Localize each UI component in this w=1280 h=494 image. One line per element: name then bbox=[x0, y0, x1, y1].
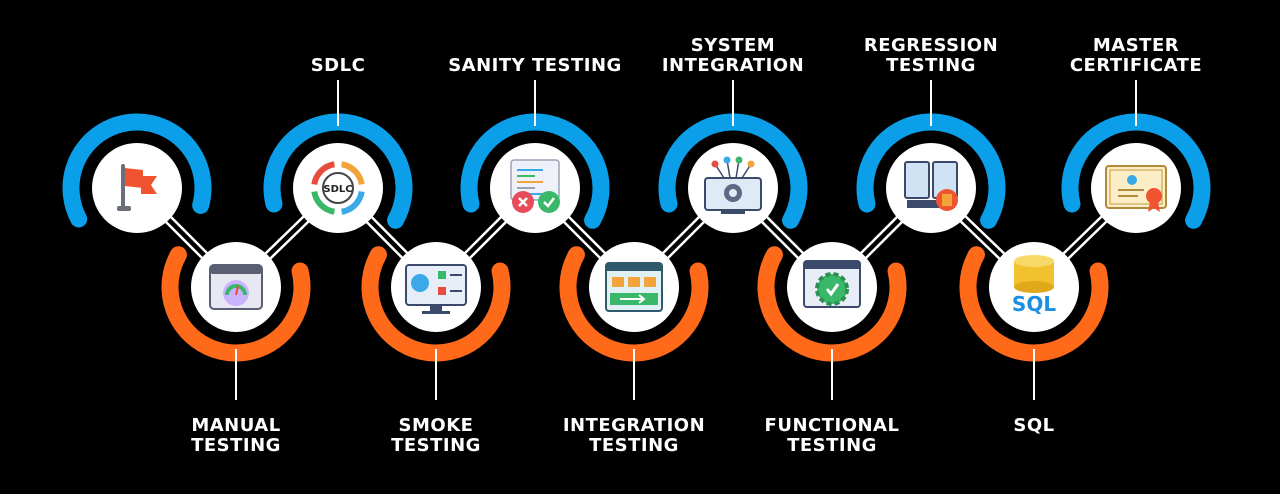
step-label-line: CERTIFICATE bbox=[1069, 55, 1203, 76]
regression-report-icon bbox=[904, 161, 958, 211]
certificate-icon bbox=[1105, 165, 1167, 212]
step-label-sanity-testing: SANITY TESTING bbox=[435, 56, 635, 76]
top-arc bbox=[856, 113, 1006, 263]
step-label-line: INTEGRATION bbox=[562, 415, 706, 436]
step-label-sql: SQL bbox=[934, 416, 1134, 436]
step-node-functional-testing bbox=[787, 242, 877, 332]
step-label-line: REGRESSION bbox=[863, 35, 999, 56]
step-label-line: TESTING bbox=[787, 435, 877, 456]
bottom-arc bbox=[361, 212, 511, 362]
flag-icon bbox=[117, 164, 157, 211]
step-label-line: TESTING bbox=[391, 435, 481, 456]
bottom-arc bbox=[559, 212, 709, 362]
step-label-line: SYSTEM bbox=[690, 35, 776, 56]
monitor-checklist-icon bbox=[405, 264, 467, 314]
step-label-line: MANUAL bbox=[191, 415, 281, 436]
step-node-master-certificate bbox=[1091, 143, 1181, 233]
step-node-sanity-testing bbox=[490, 143, 580, 233]
step-node-system-integration bbox=[688, 143, 778, 233]
system-network-icon bbox=[704, 156, 762, 214]
top-arc bbox=[1061, 113, 1211, 263]
step-label-line: INTEGRATION bbox=[661, 55, 805, 76]
top-arc bbox=[658, 113, 808, 263]
icon-label: SQL bbox=[1012, 292, 1056, 316]
step-label-line: MASTER bbox=[1092, 35, 1180, 56]
step-node-sql: SQL bbox=[989, 242, 1079, 332]
step-node-regression-testing bbox=[886, 143, 976, 233]
step-label-line: SANITY TESTING bbox=[448, 55, 622, 76]
step-label-line: TESTING bbox=[191, 435, 281, 456]
step-label-line: SMOKE bbox=[398, 415, 474, 436]
bottom-arc bbox=[959, 212, 1109, 362]
step-node-manual-testing bbox=[191, 242, 281, 332]
step-label-sdlc: SDLC bbox=[238, 56, 438, 76]
sdlc-cycle-icon: SDLC bbox=[311, 161, 365, 215]
top-arc bbox=[62, 113, 212, 263]
bottom-arc bbox=[161, 212, 311, 362]
step-label-line: TESTING bbox=[589, 435, 679, 456]
step-label-line: TESTING bbox=[886, 55, 976, 76]
gear-check-icon bbox=[803, 260, 861, 308]
step-node-integration-testing bbox=[589, 242, 679, 332]
integration-flow-icon bbox=[605, 262, 663, 312]
icon-label: SDLC bbox=[323, 184, 352, 195]
step-label-line: SDLC bbox=[310, 55, 366, 76]
top-arc bbox=[460, 113, 610, 263]
step-node-smoke-testing bbox=[391, 242, 481, 332]
step-node-start bbox=[92, 143, 182, 233]
step-label-line: FUNCTIONAL bbox=[764, 415, 900, 436]
top-arc bbox=[263, 113, 413, 263]
bottom-arc bbox=[757, 212, 907, 362]
database-sql-icon: SQL bbox=[1012, 255, 1056, 316]
step-label-line: SQL bbox=[1013, 415, 1055, 436]
code-pass-fail-icon bbox=[510, 159, 560, 213]
browser-gauge-icon bbox=[209, 264, 263, 310]
step-node-sdlc: SDLC bbox=[293, 143, 383, 233]
